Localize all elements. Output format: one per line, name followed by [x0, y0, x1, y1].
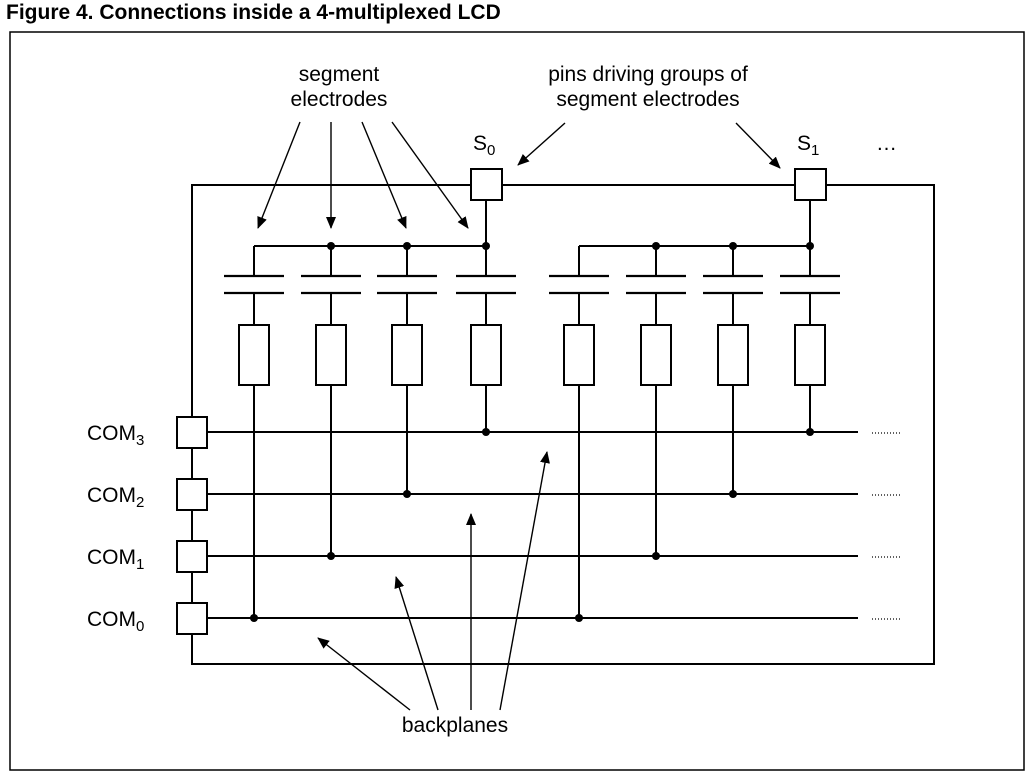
electrode-column-7 — [703, 274, 763, 494]
segment-pin-s0-label: S0 — [473, 132, 495, 159]
figure-frame — [9, 31, 1025, 771]
com-pin-2 — [176, 478, 208, 511]
electrode-column-3 — [377, 274, 437, 494]
segment-electrodes-arrows — [257, 121, 469, 229]
segment-electrodes-label-line1: segment — [299, 63, 380, 86]
electrode-column-2 — [301, 274, 361, 556]
electrode-column-8 — [780, 274, 840, 432]
segment-group-s1 — [578, 200, 814, 276]
com-pin-1 — [176, 540, 208, 573]
electrode-column-1 — [224, 274, 284, 618]
electrode-column-4 — [456, 274, 516, 432]
segment-pin-s1-label: S1 — [797, 132, 819, 159]
com-pin-0-label: COM0 — [87, 608, 144, 635]
electrode-column-5 — [549, 274, 609, 618]
com-pin-0 — [176, 602, 208, 635]
pins-driving-label-line2: segment electrodes — [556, 88, 739, 111]
com-pin-3-label: COM3 — [87, 422, 144, 449]
backplane-com1 — [207, 552, 902, 560]
backplanes-arrows — [317, 451, 550, 711]
segment-electrodes-label-line2: electrodes — [291, 88, 388, 111]
electrode-column-6 — [626, 274, 686, 556]
backplane-com3 — [207, 428, 902, 436]
backplanes-label: backplanes — [402, 714, 508, 737]
backplane-com0 — [207, 614, 902, 622]
pins-driving-arrows — [517, 122, 781, 169]
com-pin-3 — [176, 416, 208, 449]
segment-pin-s1 — [794, 168, 827, 201]
module-outline — [191, 184, 935, 665]
figure-title: Figure 4. Connections inside a 4-multipl… — [6, 1, 501, 24]
backplane-com2 — [207, 490, 902, 498]
pins-driving-label-line1: pins driving groups of — [548, 63, 748, 86]
more-segments-ellipsis: … — [876, 132, 897, 155]
segment-group-s0 — [253, 200, 490, 276]
segment-pin-s0 — [470, 168, 503, 201]
com-pin-1-label: COM1 — [87, 546, 144, 573]
com-pin-2-label: COM2 — [87, 484, 144, 511]
